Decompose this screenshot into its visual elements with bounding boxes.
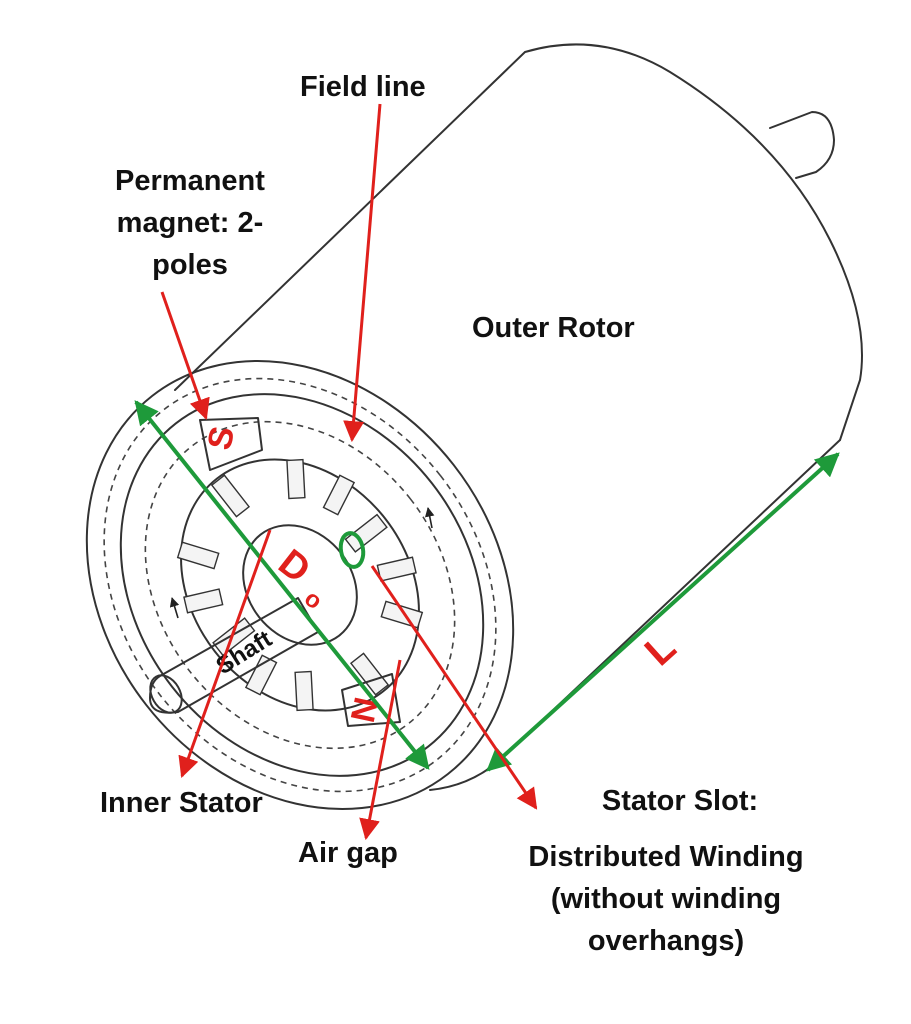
field-line-callout: [343, 103, 382, 443]
stator-tooth: [380, 600, 424, 629]
inner-stator: [176, 458, 424, 712]
permanent-magnet-line-1: Permanent: [115, 165, 265, 197]
permanent-magnet-line-2: magnet: 2-: [117, 207, 264, 239]
stator-tooth: [349, 652, 390, 696]
stator-slot-line-3: (without winding: [551, 883, 781, 915]
diameter-symbol: D: [270, 542, 317, 592]
stator-tooth: [322, 474, 356, 516]
stator-tooth: [376, 556, 417, 582]
front-face-rim: [85, 359, 515, 811]
stator-tooth: [294, 670, 314, 712]
rotor-bottom-edge: [429, 439, 841, 791]
inner-stator-callout: [178, 529, 272, 778]
field-line-outer: [103, 377, 497, 793]
magnet-callout: [160, 291, 210, 420]
stator-slot-callout: [370, 565, 538, 810]
length-arrow: [486, 452, 840, 772]
rear-shaft-stub: [769, 111, 835, 179]
stator-slot-line-2: Distributed Winding: [528, 841, 803, 873]
length-symbol: L: [637, 625, 685, 674]
dimension-arrows: [134, 400, 840, 772]
air-gap-callout: [359, 659, 402, 841]
stator-tooth: [176, 541, 220, 570]
field-direction-arrow-left: [169, 597, 180, 619]
field-line-label: Field line: [300, 71, 426, 103]
outer-rotor-label: Outer Rotor: [472, 312, 635, 344]
front-face-inner-rim: [119, 393, 485, 777]
stator-tooth: [183, 588, 224, 614]
stator-slot-label: Stator Slot: Distributed Winding (withou…: [528, 785, 803, 957]
stator-slot-line-1: Stator Slot:: [602, 785, 758, 817]
air-gap-label: Air gap: [298, 837, 398, 869]
field-lines: [103, 377, 497, 793]
inner-stator-label: Inner Stator: [100, 787, 263, 819]
stator-tooth: [210, 474, 251, 518]
permanent-magnet-label: Permanent magnet: 2- poles: [115, 165, 265, 281]
diameter-arrow: [134, 400, 430, 770]
field-direction-arrow-right: [424, 507, 435, 529]
rotor-top-edge: [174, 43, 863, 441]
shaft: Shaft: [149, 597, 319, 714]
field-line-inner: [144, 420, 456, 750]
stator-tooth: [286, 458, 306, 500]
permanent-magnet-line-3: poles: [152, 249, 228, 281]
callout-arrows: [160, 103, 538, 841]
slot-marker-ring: [338, 531, 366, 569]
stator-slot-line-4: overhangs): [588, 925, 744, 957]
